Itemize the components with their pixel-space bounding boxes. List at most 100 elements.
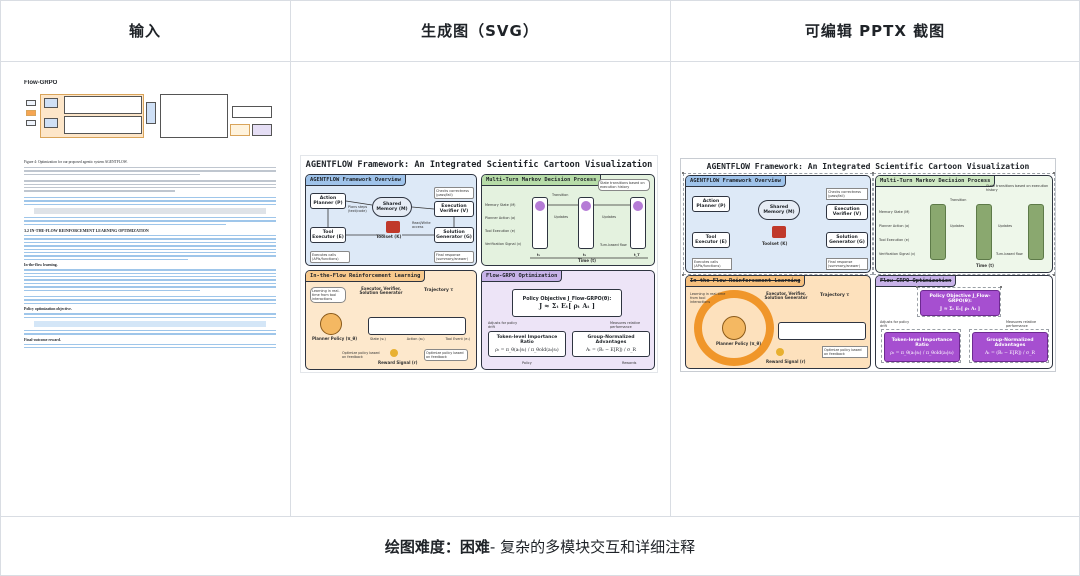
trophy-icon: [776, 348, 784, 356]
paper-paragraph-lead: Policy optimization objective.: [24, 307, 72, 312]
pptx-row-planner-action: Planner Action (a): [879, 224, 910, 228]
row-verification: Verification Signal (v): [485, 242, 522, 246]
pptx-mdp-step-t1: [930, 204, 946, 260]
footer-caption: 绘图难度：困难 - 复杂的多模块交互和详细注释: [0, 517, 1080, 575]
axis-time: Time (t): [578, 258, 596, 263]
node-execution-verifier: Execution Verifier (V): [434, 201, 474, 217]
toolbox-icon: [386, 221, 400, 233]
pptx-panel-mdp: Multi-Turn Markov Decision Process State…: [875, 175, 1053, 273]
paper-figure-title: Flow-GRPO: [24, 80, 58, 86]
node-tool-executor: Tool Executor (E): [310, 227, 346, 243]
pptx-note-checks: Checks correctness (pass/fail): [826, 188, 868, 200]
selection-box[interactable]: [683, 173, 873, 275]
resize-handle[interactable]: [872, 172, 874, 174]
pptx-label-transition: Transition: [950, 198, 967, 202]
panel-overview: AGENTFLOW Framework Overview Action Plan…: [305, 174, 477, 266]
label-rewards: Rewards: [622, 361, 637, 365]
label-turn-flow: Turn-based flow: [600, 243, 627, 247]
selection-box[interactable]: [873, 173, 1055, 275]
note-final-response: Final response (summary/answer): [434, 251, 474, 263]
note-read-write: Read/Write access: [412, 221, 431, 229]
resize-handle[interactable]: [682, 172, 684, 174]
pptx-panel-header-rl: In-the-Flow Reinforcement Learning: [686, 276, 806, 287]
pptx-policy-objective-box: Policy Objective J_Flow-GRPO(θ): J ≈ Σₜ …: [920, 290, 1000, 316]
selection-box[interactable]: [881, 329, 961, 363]
column-header-input: 输入: [0, 0, 290, 62]
pptx-label-executor-verifier: Executor, Verifier, Solution Generator: [764, 291, 808, 300]
pptx-row-tool-execution: Tool Execution (e): [879, 238, 910, 242]
difficulty-description: - 复杂的多模块交互和详细注释: [489, 537, 696, 556]
pptx-label-updates: Updates: [998, 224, 1013, 228]
pptx-mdp-step-tT: [1028, 204, 1044, 260]
column-header-pptx: 可编辑 PPTX 截图: [670, 0, 1080, 62]
pptx-panel-grpo: Flow-GRPO Optimization Policy Objective …: [875, 275, 1053, 369]
pptx-note-optimize-policy: Optimize policy based on feedback: [822, 346, 868, 358]
pptx-label-updates: Updates: [950, 224, 965, 228]
node-solution-generator: Solution Generator (G): [434, 227, 474, 243]
trajectory-columns: State (s₁) Action (a₁) Tool Event (e₁): [370, 337, 470, 341]
pptx-node-shared-memory: Shared Memory (M): [758, 200, 800, 220]
pptx-token-level-box: Token-level Importance Ratio ρₜ = π_θ(aₜ…: [884, 332, 960, 362]
panel-rl: In-the-Flow Reinforcement Learning Learn…: [305, 270, 477, 370]
pptx-node-action-planner: Action Planner (P): [692, 196, 730, 212]
figure-title: AGENTFLOW Framework: An Integrated Scien…: [305, 160, 653, 170]
pptx-node-execution-verifier: Execution Verifier (V): [826, 204, 868, 220]
panel-header-grpo: Flow-GRPO Optimization: [482, 271, 563, 282]
note-optimize-policy: Optimize policy based on feedback: [424, 349, 468, 361]
paper-page-thumbnail: Flow-GRPO Figure 4: Optimization for our…: [24, 80, 276, 500]
pptx-label-reward-signal: Reward Signal (r): [766, 359, 806, 364]
label-executor-verifier: Executor, Verifier, Solution Generator: [359, 286, 403, 295]
resize-handle[interactable]: [916, 286, 918, 288]
memory-icon: [633, 201, 643, 211]
label-trajectory: Trajectory τ: [424, 288, 454, 293]
selection-box[interactable]: [917, 287, 1001, 317]
footer-divider: [0, 516, 1080, 517]
note-executes: Executes calls (APIs/functions): [310, 251, 350, 263]
memory-icon: [581, 201, 591, 211]
column-header-svg: 生成图（SVG）: [290, 0, 670, 62]
trajectory-strip: [368, 317, 466, 335]
label-planner-policy: Planner Policy (π_θ): [312, 336, 358, 341]
row-tool-execution: Tool Execution (e): [485, 229, 516, 233]
label-policy: Policy: [522, 361, 532, 365]
token-level-box: Token-level Importance Ratio ρₜ = π_θ(aₜ…: [488, 331, 566, 357]
pptx-panel-overview: AGENTFLOW Framework Overview Action Plan…: [685, 175, 871, 273]
pptx-trajectory-strip: [778, 322, 866, 340]
panel-grpo: Flow-GRPO Optimization Policy Objective …: [481, 270, 655, 370]
planner-policy-icon: [722, 316, 746, 340]
pptx-label-turn-flow: Turn-based flow: [996, 252, 1023, 256]
planner-policy-icon: [320, 313, 342, 335]
label-transition: Transition: [552, 193, 569, 197]
difficulty-level: 困难: [459, 537, 490, 556]
node-action-planner: Action Planner (P): [310, 193, 346, 209]
trophy-icon: [390, 349, 398, 357]
pptx-node-solution-generator: Solution Generator (G): [826, 232, 868, 248]
pptx-axis-time: Time (t): [976, 263, 994, 268]
group-normalized-box: Group-Normalized Advantages Aₜ = (Rₜ − E…: [572, 331, 650, 357]
panel-header-overview: AGENTFLOW Framework Overview: [306, 175, 406, 186]
memory-icon: [535, 201, 545, 211]
paper-paragraph-lead: Final-outcome reward.: [24, 337, 62, 342]
pptx-note-measures: Measures relative performance: [1006, 320, 1037, 328]
pptx-feedback-loop-ring: [694, 290, 774, 366]
panel-mdp: Multi-Turn Markov Decision Process State…: [481, 174, 655, 266]
paper-section-heading: 3.2 IN-THE-FLOW REINFORCEMENT LEARNING O…: [24, 228, 149, 234]
tick-t1: t₁: [537, 253, 541, 257]
pptx-note-state-transitions: State transitions based on execution his…: [986, 184, 1049, 192]
pptx-group-normalized-box: Group-Normalized Advantages Aₜ = (Rₜ − E…: [972, 332, 1048, 362]
pptx-note-final: Final response (summary/answer): [826, 258, 868, 270]
paper-paragraph-lead: In-the-flow learning.: [24, 263, 58, 268]
resize-handle[interactable]: [682, 274, 684, 276]
difficulty-label: 绘图难度：: [384, 537, 460, 556]
node-shared-memory: Shared Memory (M): [372, 197, 412, 217]
pptx-label-trajectory: Trajectory τ: [820, 293, 850, 298]
label-reward-signal: Reward Signal (r): [378, 360, 418, 365]
resize-handle[interactable]: [1053, 172, 1055, 174]
selection-box[interactable]: [969, 329, 1049, 363]
resize-handle[interactable]: [1000, 286, 1002, 288]
pptx-panel-header-overview: AGENTFLOW Framework Overview: [686, 176, 786, 187]
paper-equation: [34, 207, 266, 214]
note-learning: Learning in real-time from tool interact…: [310, 287, 346, 303]
resize-handle[interactable]: [1053, 274, 1055, 276]
tick-t2: t₂: [583, 253, 587, 257]
